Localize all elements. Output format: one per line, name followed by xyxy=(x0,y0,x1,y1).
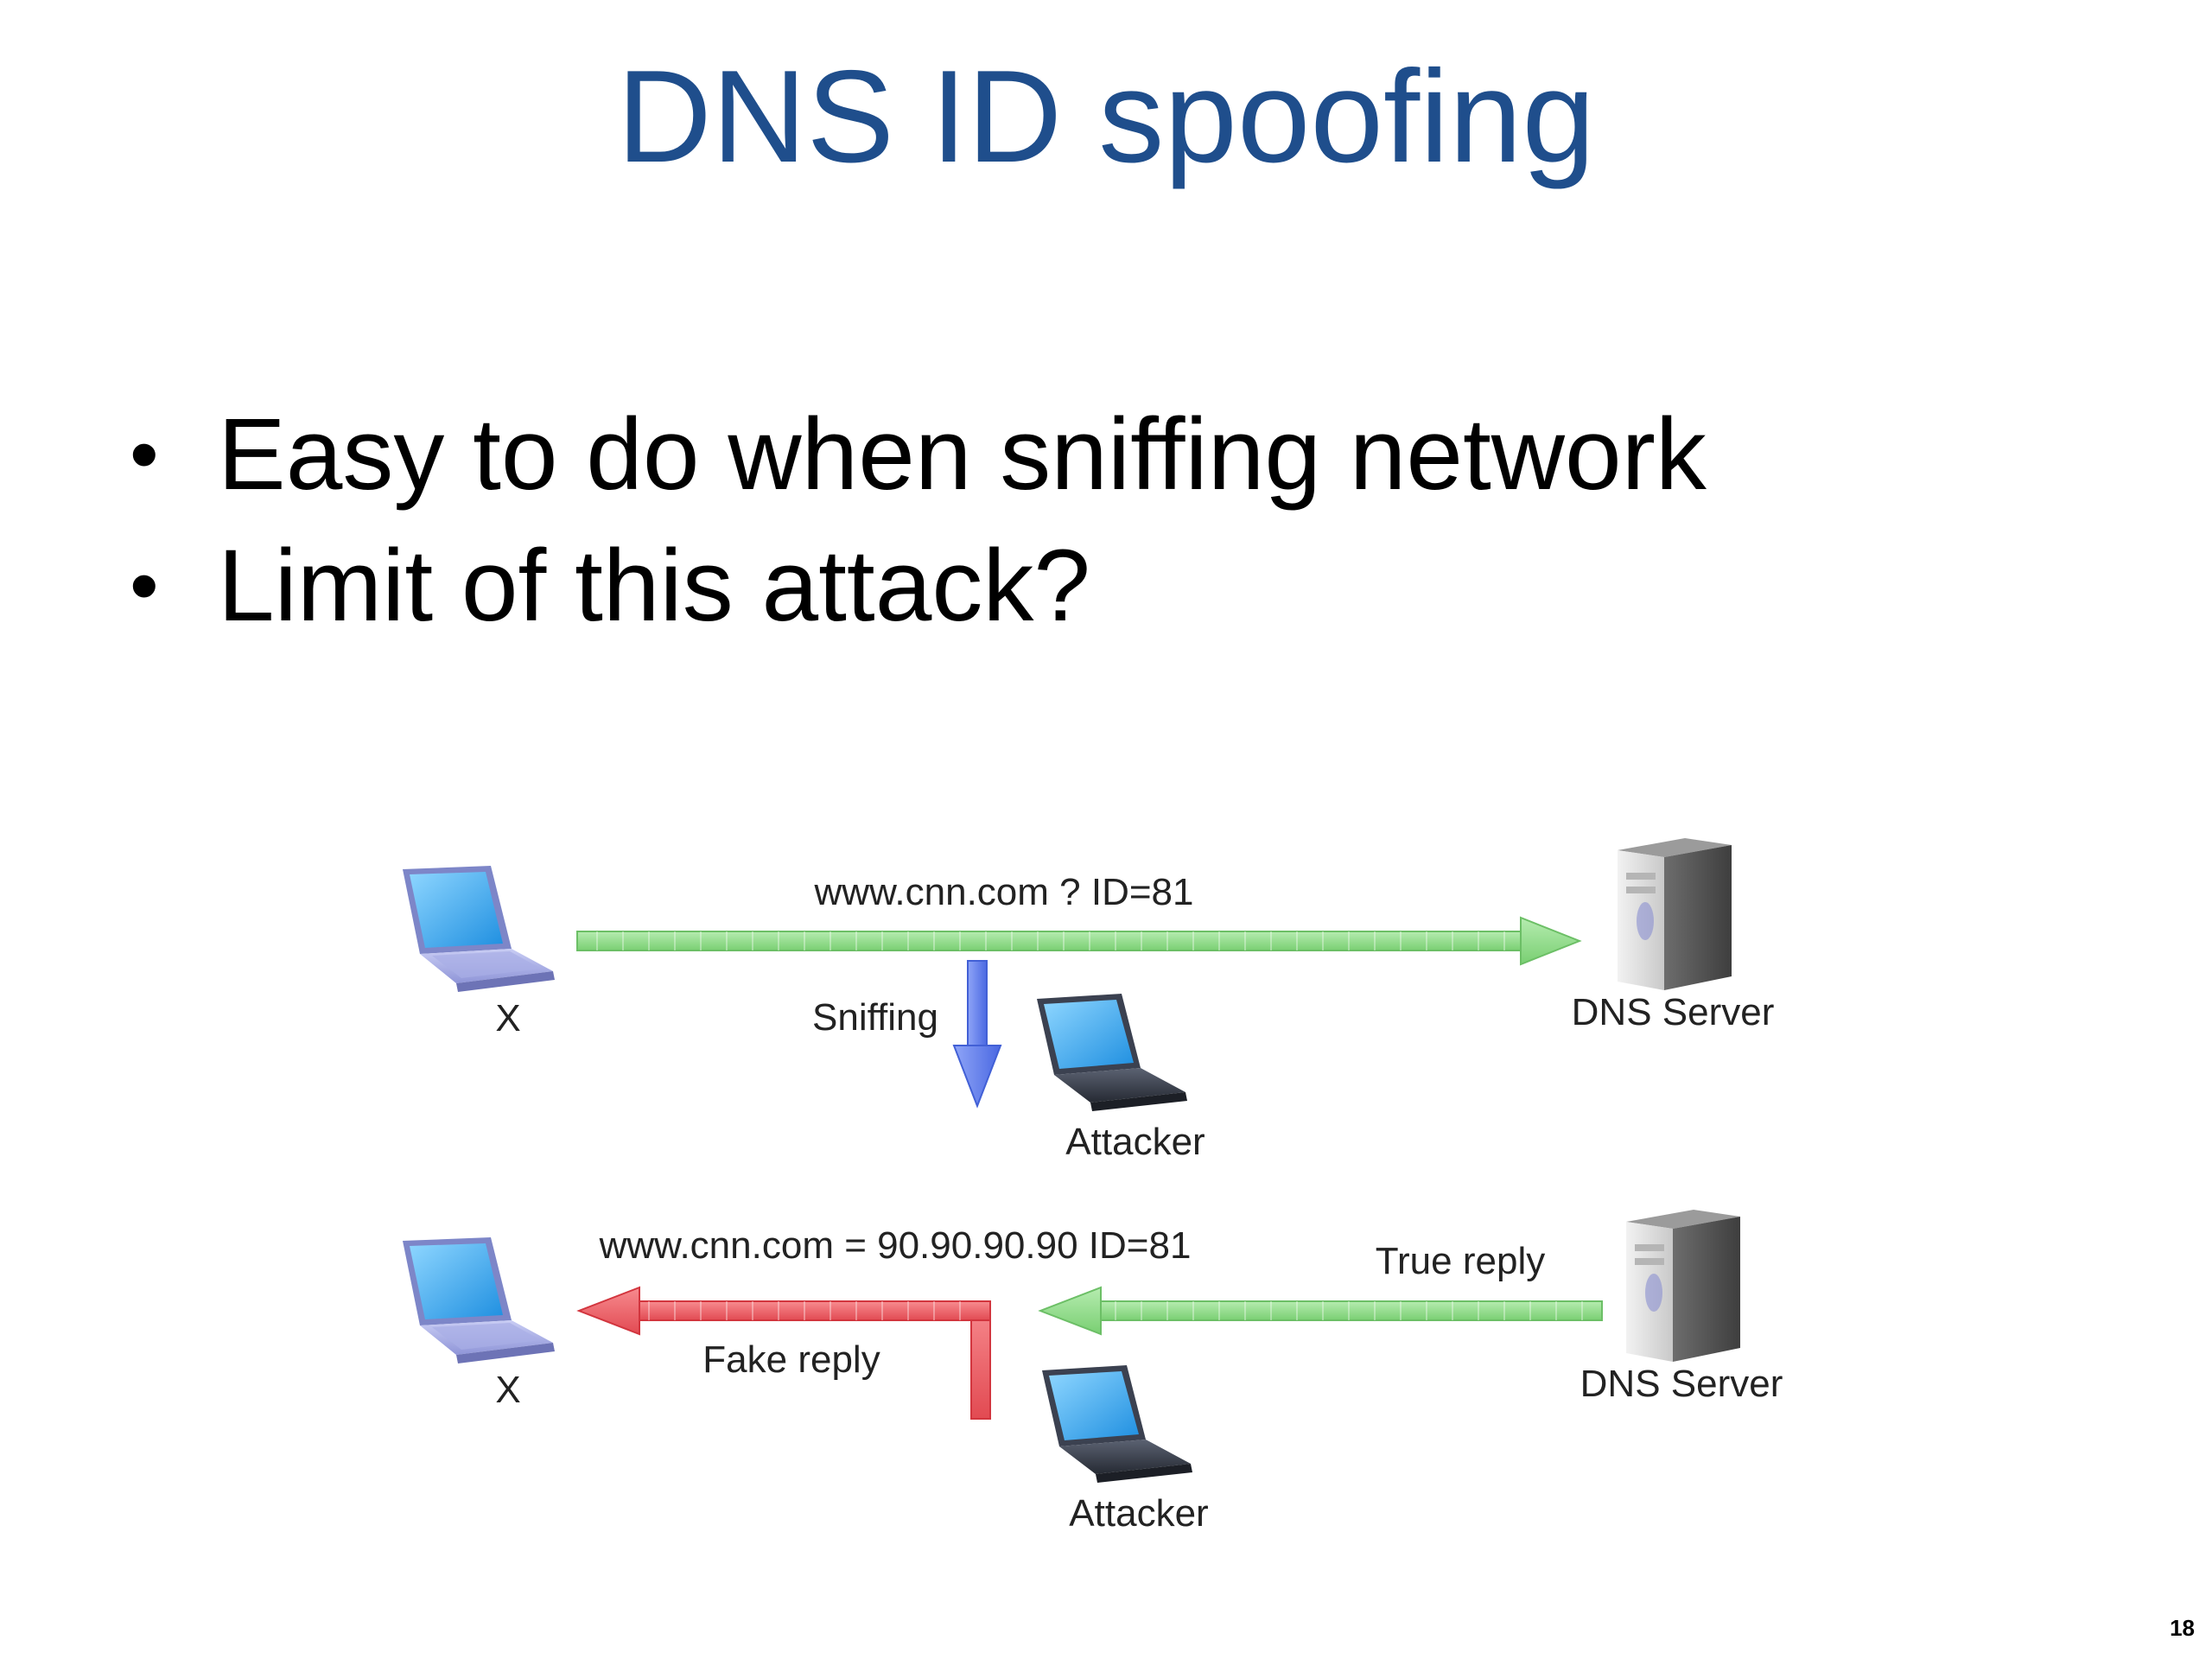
attacker-laptop-icon xyxy=(1042,1365,1192,1483)
client-label: X xyxy=(495,1369,520,1411)
attacker-label: Attacker xyxy=(1069,1492,1208,1535)
dns-server-icon xyxy=(1618,838,1732,990)
dns-server-label: DNS Server xyxy=(1572,991,1775,1033)
sniffing-arrow xyxy=(952,960,1002,1109)
fake-answer-label: www.cnn.com = 90.90.90.90 ID=81 xyxy=(599,1224,1192,1267)
true-reply-label: True reply xyxy=(1376,1240,1545,1282)
bullet-text: Easy to do when sniffing network xyxy=(218,397,1707,512)
dns-server-icon xyxy=(1626,1210,1740,1362)
bullet-list: •Easy to do when sniffing network •Limit… xyxy=(121,389,1707,652)
page-number: 18 xyxy=(2170,1615,2195,1641)
query-arrow xyxy=(576,916,1582,966)
bullet-item: •Easy to do when sniffing network xyxy=(130,397,1707,512)
bullet-text: Limit of this attack? xyxy=(218,529,1090,643)
attacker-label: Attacker xyxy=(1065,1121,1205,1163)
client-label: X xyxy=(495,997,520,1039)
fake-reply-arrow xyxy=(576,1286,991,1420)
fake-reply-label: Fake reply xyxy=(702,1338,880,1381)
slide-title: DNS ID spoofing xyxy=(616,43,1596,190)
client-laptop-icon xyxy=(403,866,555,992)
client-laptop-icon xyxy=(403,1237,555,1363)
true-reply-arrow xyxy=(1038,1286,1603,1336)
query-label: www.cnn.com ? ID=81 xyxy=(814,871,1194,913)
sniffing-label: Sniffing xyxy=(812,996,938,1039)
dns-server-label: DNS Server xyxy=(1580,1363,1783,1405)
bullet-item: •Limit of this attack? xyxy=(130,529,1090,643)
attacker-laptop-icon xyxy=(1037,994,1187,1111)
